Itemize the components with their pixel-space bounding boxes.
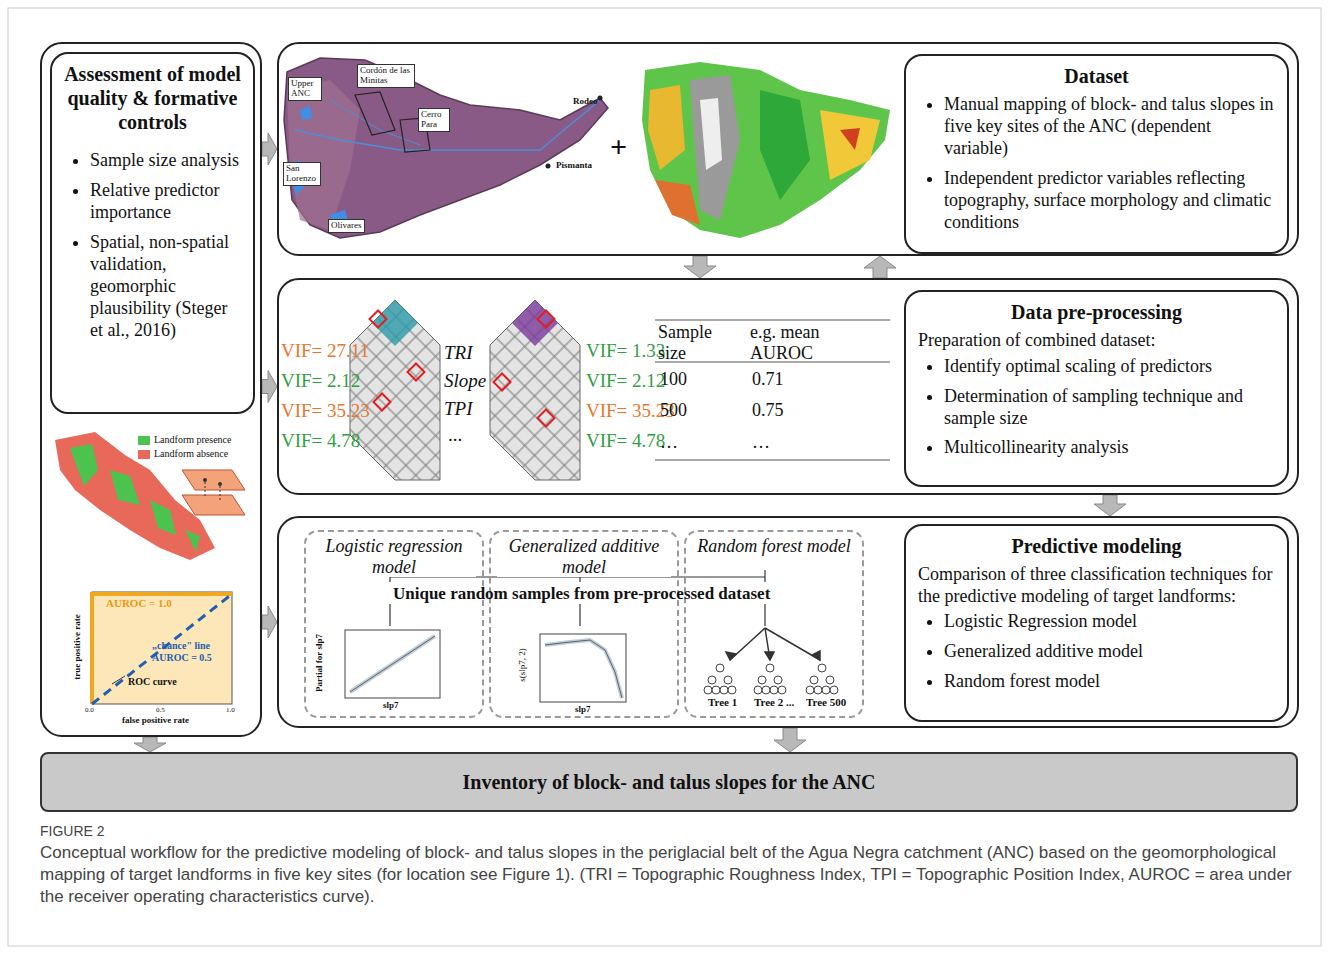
legend-row: Landform presence <box>138 434 231 445</box>
label: Olivares <box>328 219 365 233</box>
label: 0.5 <box>156 706 165 714</box>
block-arrow <box>1094 495 1126 516</box>
label: Tree 1 <box>708 696 737 708</box>
label: false positive rate <box>122 715 189 725</box>
bullet-list: Identify optimal scaling of predictorsDe… <box>918 356 1275 460</box>
block-arrow <box>262 371 277 403</box>
panel-box: Data pre-processingPreparation of combin… <box>277 278 1299 495</box>
result-bar: Inventory of block- and talus slopes for… <box>40 752 1298 812</box>
label: Cordón de las Minitas <box>357 64 415 88</box>
bullet-item: Manual mapping of block- and talus slope… <box>944 94 1275 160</box>
bullet-list: Manual mapping of block- and talus slope… <box>918 94 1275 234</box>
block-arrow <box>864 256 896 278</box>
bullet-item: Generalized additive model <box>944 641 1275 663</box>
legend-text: Landform presence <box>154 434 231 445</box>
label: VIF= 27.11 <box>281 340 369 362</box>
box-heading: Assessment of model quality & formative … <box>64 62 241 134</box>
label: s(slp7, 2) <box>517 648 527 682</box>
bullet-list: Sample size analysisRelative predictor i… <box>64 150 241 342</box>
bullet-item: Independent predictor variables reflecti… <box>944 168 1275 234</box>
model-title: Logistic regression model <box>312 536 476 577</box>
block-arrow <box>134 737 166 752</box>
bullet-item: Spatial, non-spatial validation, geomorp… <box>90 232 241 342</box>
figure-title: FIGURE 2 <box>40 823 105 839</box>
block-arrow <box>262 606 277 638</box>
label: Tree 2 <box>754 696 783 708</box>
model-box: Logistic regression model <box>304 530 484 718</box>
label: 500 <box>660 400 687 421</box>
box-intro: Preparation of combined dataset: <box>918 330 1275 352</box>
label: Partial for slp7 <box>314 634 324 692</box>
bullet-item: Random forest model <box>944 671 1275 693</box>
label: e.g. mean AUROC <box>750 322 850 363</box>
legend-row: Landform absence <box>138 448 228 459</box>
legend-text: Landform absence <box>154 448 228 459</box>
legend-swatch <box>138 436 150 445</box>
label: San Lorenzo <box>283 162 321 186</box>
label: VIF= 1.33 <box>586 340 665 362</box>
block-arrow <box>774 728 806 752</box>
label: + <box>610 130 627 164</box>
text-box: Predictive modelingComparison of three c… <box>904 524 1289 722</box>
label: Rodeo <box>573 96 598 106</box>
bullet-item: Logistic Regression model <box>944 611 1275 633</box>
label: TPI <box>444 398 473 420</box>
box-intro: Comparison of three classification techn… <box>918 564 1275 607</box>
text-box: DatasetManual mapping of block- and talu… <box>904 54 1289 254</box>
label: AUROC = 1.0 <box>106 597 176 610</box>
label: … <box>660 432 678 453</box>
legend-swatch <box>138 450 150 459</box>
label: true positive rate <box>72 614 82 679</box>
label: ... <box>448 424 462 446</box>
label: slp7 <box>575 704 591 714</box>
label: 0.71 <box>752 369 784 390</box>
model-title: Random forest model <box>697 536 850 557</box>
label: VIF= 35.23 <box>281 400 370 422</box>
label: Slope <box>444 370 486 392</box>
box-heading: Dataset <box>918 64 1275 88</box>
bullet-item: Multicollinearity analysis <box>944 437 1275 459</box>
box-heading: Data pre-processing <box>918 300 1275 324</box>
block-arrow <box>262 133 277 165</box>
bullet-item: Determination of sampling technique and … <box>944 386 1275 430</box>
label: „chance" line AUROC = 0.5 <box>152 640 230 663</box>
label: Tree 500 <box>806 696 846 708</box>
label: VIF= 4.78 <box>586 430 665 452</box>
text-box: Data pre-processingPreparation of combin… <box>904 290 1289 487</box>
label: … <box>752 432 770 453</box>
bullet-list: Logistic Regression modelGeneralized add… <box>918 611 1275 693</box>
panel-box: DatasetManual mapping of block- and talu… <box>277 42 1299 256</box>
label: VIF= 2.12 <box>586 370 665 392</box>
label: ROC curve <box>128 676 177 687</box>
bullet-item: Identify optimal scaling of predictors <box>944 356 1275 378</box>
model-box: Random forest model <box>684 530 864 718</box>
label: Pismanta <box>556 160 592 170</box>
model-title: Generalized additive model <box>497 536 671 577</box>
box-heading: Predictive modeling <box>918 534 1275 558</box>
label: 0.0 <box>85 706 94 714</box>
label: Upper ANC <box>288 77 322 101</box>
label: slp7 <box>383 700 399 710</box>
label: 0.75 <box>752 400 784 421</box>
figure-caption: Conceptual workflow for the predictive m… <box>40 842 1295 908</box>
label: Sample size <box>658 322 738 363</box>
label: VIF= 2.12 <box>281 370 360 392</box>
label: 1.0 <box>226 706 235 714</box>
bullet-item: Relative predictor importance <box>90 180 241 224</box>
result-title: Inventory of block- and talus slopes for… <box>463 770 876 794</box>
label: Cerro Para <box>418 108 450 132</box>
label: ... <box>786 696 794 708</box>
label: 100 <box>660 369 687 390</box>
label: VIF= 4.78 <box>281 430 360 452</box>
block-arrow <box>684 256 716 278</box>
label: Unique random samples from pre-processed… <box>393 584 770 604</box>
label: TRI <box>444 342 473 364</box>
model-box: Generalized additive model <box>489 530 679 718</box>
text-box: Assessment of model quality & formative … <box>50 52 255 414</box>
bullet-item: Sample size analysis <box>90 150 241 172</box>
